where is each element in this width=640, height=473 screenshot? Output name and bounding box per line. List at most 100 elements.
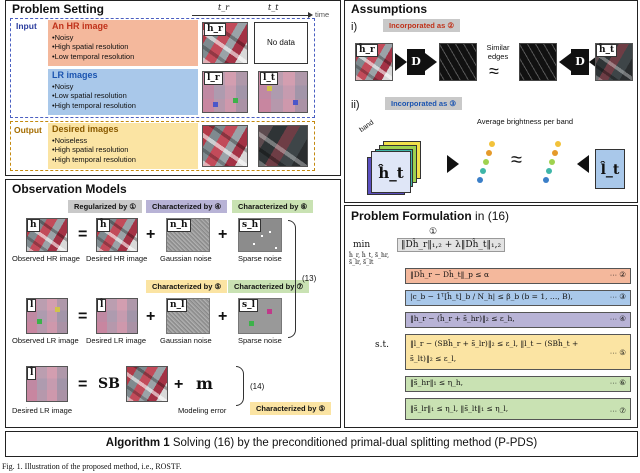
ht-cube: ĥ_t: [371, 151, 411, 193]
desired-image-tt: [258, 125, 308, 167]
char5b-tag: Characterized by ⑤: [250, 402, 332, 415]
plus-1b: +: [218, 226, 228, 243]
brace-14: [236, 366, 244, 406]
constraint-7: ‖s̃_lr‖₁ ≤ η_l, ‖s̃_lt‖₁ ≤ η_l, ··· ⑦: [405, 398, 631, 420]
constraint-4: ‖h_r − (ĥ_r + s̃_hr)‖₂ ≤ ε_h,··· ④: [405, 312, 631, 328]
constraint-5-expr: ‖l_r − (SBĥ_r + s̃_lr)‖₂ ≤ ε_l, ‖l_t − (…: [410, 339, 579, 363]
constraint-2-num: ··· ②: [609, 270, 626, 279]
dots-left: [475, 141, 495, 191]
d-arrow-left-2: [425, 53, 437, 71]
regularized-tag: Regularized by ①: [68, 200, 143, 213]
brace-13: [288, 220, 296, 338]
lt-cube: l̂_t: [595, 149, 625, 189]
constraint-2-expr: ‖Dĥ_r − Dĥ_t‖_p ≤ α: [410, 270, 490, 279]
eq-3: =: [78, 376, 88, 393]
dots-right: [541, 141, 561, 191]
formulation-panel: Problem Formulation in (16) ① min ĥ_r, ĥ…: [344, 205, 638, 428]
time-axis: [192, 15, 310, 16]
observation-title: Observation Models: [12, 182, 127, 196]
no-data-box: No data: [254, 22, 308, 64]
objective: ‖Dĥ_r‖₁,₂ + λ‖Dĥ_t‖₁,₂: [397, 238, 506, 252]
cap-observed-lr: Observed LR image: [12, 336, 79, 345]
lr-t-symbol: l_t: [260, 72, 279, 85]
char5-tag: Characterized by ⑤: [146, 280, 228, 293]
formulation-title: Problem Formulation in (16): [351, 209, 509, 223]
avg-brightness-label: Average brightness per band: [476, 117, 574, 126]
hr-info-box: An HR image •Noisy •High spatial resolut…: [48, 20, 198, 66]
formulation-title-bold: Problem Formulation: [351, 209, 472, 223]
constraint-3: |c_b − 1ᵀ[ĥ_t]_b / N_h| ≤ β_b (b = 1, …,…: [405, 290, 631, 306]
constraint-7-num: ··· ⑦: [609, 406, 626, 415]
assumption-ii-label: ii): [351, 99, 360, 111]
constraint-6: ‖s̃_hr‖₁ ≤ η_h, ··· ⑥: [405, 376, 631, 392]
cap-observed-hr: Observed HR image: [12, 254, 80, 263]
constraint-7-expr: ‖s̃_lr‖₁ ≤ η_l, ‖s̃_lt‖₁ ≤ η_l,: [410, 404, 509, 413]
problem-setting-title: Problem Setting: [12, 2, 105, 16]
desired-line-3: •High temporal resolution: [52, 154, 136, 164]
cap-sparse-hr: Sparse noise: [238, 254, 282, 263]
output-label: Output: [14, 125, 42, 135]
lr-info-box: LR images •Noisy •Low spatial resolution…: [48, 69, 198, 115]
cap-gaussian-lr: Gaussian noise: [160, 336, 212, 345]
desired-hr-image-row3: [126, 366, 168, 402]
hr-line-2: •High spatial resolution: [52, 42, 129, 51]
hr-line-1: •Noisy: [52, 32, 74, 42]
t-t-label: t_t: [268, 3, 279, 12]
input-group-frame: [10, 18, 315, 118]
assumption-i-label: i): [351, 21, 358, 33]
n-h-symbol: n_h: [167, 219, 191, 232]
constraint-3-expr: |c_b − 1ᵀ[ĥ_t]_b / N_h| ≤ β_b (b = 1, …,…: [410, 292, 573, 301]
s-h-symbol: s_h: [239, 219, 262, 232]
hr-line-3: •Low temporal resolution: [52, 51, 135, 61]
d-operator-right: D: [571, 49, 589, 75]
obs-l-symbol: l: [27, 299, 37, 312]
cap-modeling-error: Modeling error: [178, 406, 227, 415]
eq-ref-13: (13): [302, 274, 317, 283]
char4-tag: Characterized by ④: [146, 200, 228, 213]
desired-title: Desired images: [52, 124, 119, 134]
edge-map-right: [519, 43, 557, 81]
constraint-2: ‖Dĥ_r − Dĥ_t‖_p ≤ α ··· ②: [405, 268, 631, 284]
cap-gaussian-hr: Gaussian noise: [160, 254, 212, 263]
eq-1: =: [78, 226, 88, 243]
hr-symbol: h_r: [204, 23, 226, 36]
constraint-5: ‖l_r − (SBĥ_r + s̃_lr)‖₂ ≤ ε_l, ‖l_t − (…: [405, 334, 631, 370]
m-term: m: [196, 374, 213, 393]
constraint-6-expr: ‖s̃_hr‖₁ ≤ η_h,: [410, 378, 464, 387]
cap-desired-lr: Desired LR image: [86, 336, 147, 345]
desired-image-tr: [202, 125, 248, 167]
band-label: band: [358, 119, 376, 134]
plus-3: +: [174, 376, 184, 393]
figure-caption: Fig. 1. Illustration of the proposed met…: [2, 462, 182, 471]
algorithm-bar: Algorithm 1 Solving (16) by the precondi…: [5, 431, 638, 457]
incorporated-2-tag: Incorporated as ②: [383, 19, 461, 32]
time-label: time: [315, 10, 330, 19]
d-operator-left: D: [407, 49, 425, 75]
lr-title: LR images: [52, 70, 98, 80]
cap-sparse-lr: Sparse noise: [238, 336, 282, 345]
hr-title: An HR image: [52, 21, 109, 31]
edge-map-left: [439, 43, 477, 81]
st-label: s.t.: [375, 340, 389, 350]
eq-ref-14: (14): [250, 382, 265, 391]
lr-line-1: •Noisy: [52, 81, 74, 91]
row3-lh-symbol: l̂: [27, 367, 37, 380]
input-label: Input: [16, 21, 37, 31]
lr-line-3: •High temporal resolution: [52, 100, 136, 110]
plus-2a: +: [146, 308, 156, 325]
d-arrow-right: [559, 53, 571, 71]
cap-desired-hr: Desired HR image: [86, 254, 148, 263]
constraint-4-expr: ‖h_r − (ĥ_r + s̃_hr)‖₂ ≤ ε_h,: [410, 314, 515, 323]
formulation-title-rest: in (16): [471, 209, 510, 223]
algorithm-bold: Algorithm 1: [105, 437, 170, 449]
approx-sign-i: ≈: [489, 61, 499, 81]
lr-line-2: •Low spatial resolution: [52, 91, 127, 100]
constraint-6-num: ··· ⑥: [609, 378, 626, 387]
algorithm-rest: Solving (16) by the preconditioned prima…: [169, 437, 538, 449]
plus-1a: +: [146, 226, 156, 243]
obs-h-symbol: h: [27, 219, 40, 232]
assumptions-panel: Assumptions i) Incorporated as ② ĥ_r D S…: [344, 0, 638, 203]
assumptions-title: Assumptions: [351, 2, 428, 16]
lr-r-symbol: l_r: [204, 72, 223, 85]
des-lh-symbol: l̂: [97, 299, 107, 312]
